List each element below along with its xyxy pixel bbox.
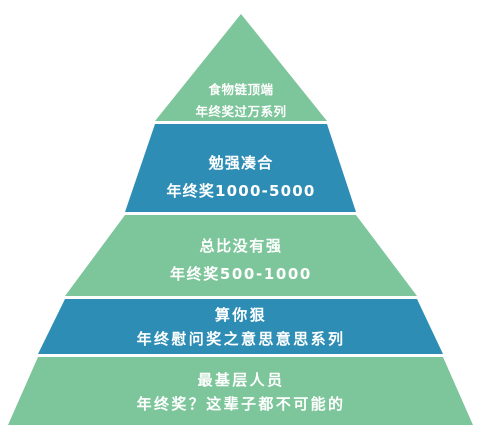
tier-5-title: 最基层人员 [197,371,285,389]
tier-2-label: 勉强凑合 年终奖1000-5000 [0,149,482,205]
tier-1-label: 食物链顶端 年终奖过万系列 [0,79,482,123]
tier-4-subtitle: 年终慰问奖之意思意思系列 [136,330,346,348]
tier-5-label: 最基层人员 年终奖？这辈子都不可能的 [0,368,482,416]
tier-4-title: 算你狠 [214,306,268,324]
tier-3-title: 总比没有强 [199,237,283,255]
tier-5-shape [8,357,473,425]
tier-4-shape [38,299,443,354]
tier-3-label: 总比没有强 年终奖500-1000 [0,232,482,288]
tier-1-title: 食物链顶端 [208,82,274,97]
tier-4-label: 算你狠 年终慰问奖之意思意思系列 [0,303,482,351]
tier-2-subtitle: 年终奖1000-5000 [166,182,316,200]
tier-3-subtitle: 年终奖500-1000 [170,265,312,283]
tier-1-shape [155,14,327,121]
tier-5-subtitle: 年终奖？这辈子都不可能的 [136,395,346,413]
tier-2-title: 勉强凑合 [208,154,274,172]
tier-2-shape [125,124,356,212]
tier-1-subtitle: 年终奖过万系列 [195,104,287,119]
tier-3-shape [65,215,417,296]
